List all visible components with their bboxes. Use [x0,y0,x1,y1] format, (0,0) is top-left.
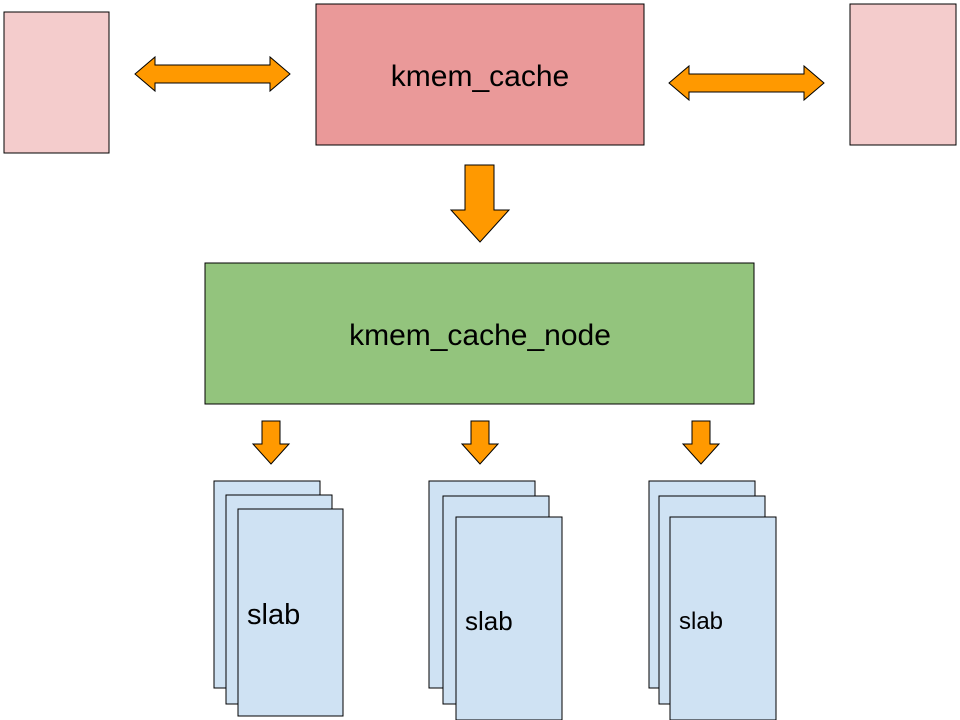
node-to-slab-arrow-1 [251,420,291,465]
kmem-cache-rect [315,3,645,146]
slab-group-3: slab [648,480,777,720]
node-to-slab-arrow-2 [460,420,500,465]
slab-sheet-front [669,516,777,720]
kmem-cache-node-label: kmem_cache_node [349,319,611,352]
slab-sheet-front [237,508,344,717]
slab-label: slab [679,608,723,635]
node-to-slab-arrow-3 [681,420,721,465]
kmem-cache-node-box: kmem_cache_node [204,262,755,405]
kmem-cache-node-rect [204,262,755,405]
slab-label: slab [247,599,300,631]
slab-group-2: slab [428,480,563,720]
right-neighbor-cache-box [849,3,957,146]
kmem-cache-box: kmem_cache [315,3,645,146]
left-double-arrow [134,55,291,93]
right-double-arrow [668,64,825,102]
slab-group-1: slab [213,480,344,717]
kmem-cache-label: kmem_cache [391,60,569,93]
slab-label: slab [465,606,513,636]
slab-sheet-front [455,516,563,720]
left-neighbor-cache-box [3,11,110,154]
cache-to-node-arrow [449,164,511,243]
